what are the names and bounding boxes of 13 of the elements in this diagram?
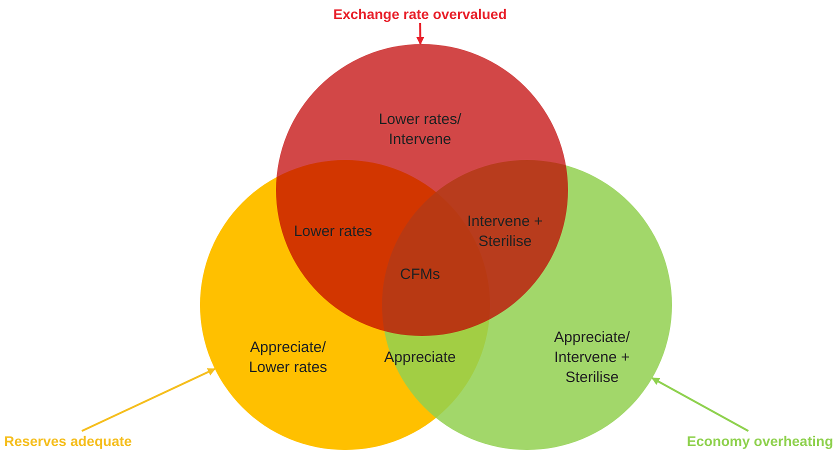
arrow bbox=[416, 22, 424, 45]
region-text: Lower rates bbox=[292, 222, 374, 242]
annotation-text: Economy overheating bbox=[686, 433, 834, 449]
region-text: Appreciate bbox=[383, 348, 457, 368]
region-text: Lower rates/ Intervene bbox=[378, 110, 462, 150]
annotation-text: Exchange rate overvalued bbox=[333, 6, 507, 22]
annotation-text: Reserves adequate bbox=[4, 433, 132, 449]
region-text: CFMs bbox=[399, 265, 441, 285]
region-text: Appreciate/ Lower rates bbox=[248, 338, 328, 378]
arrow bbox=[81, 368, 216, 432]
arrow bbox=[651, 377, 749, 432]
region-text: Intervene + Sterilise bbox=[466, 212, 544, 252]
region-text: Appreciate/ Intervene + Sterilise bbox=[553, 328, 631, 388]
